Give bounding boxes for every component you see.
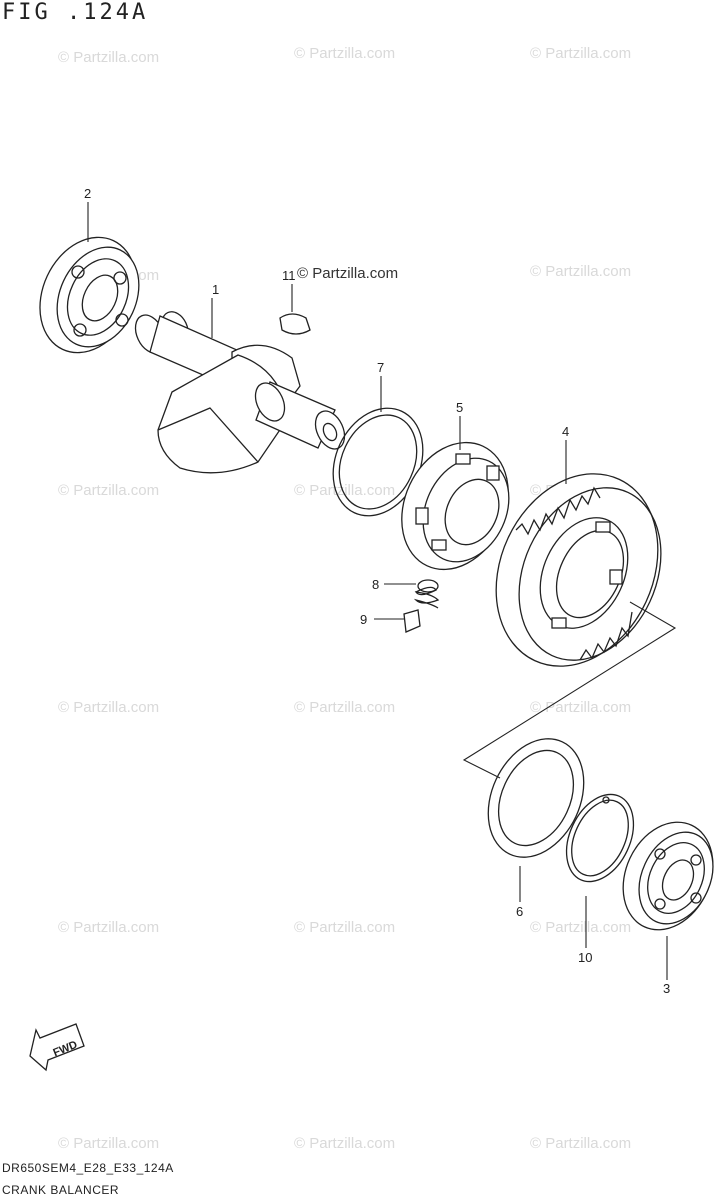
watermark: © Partzilla.com (58, 49, 159, 66)
watermark: © Partzilla.com (530, 263, 631, 280)
callout-7[interactable]: 7 (377, 360, 384, 375)
watermark: © Partzilla.com (530, 1135, 631, 1152)
figure-name: CRANK BALANCER (2, 1183, 120, 1197)
leader-lines (87, 202, 668, 980)
watermark: © Partzilla.com (294, 919, 395, 936)
part-10-circlip[interactable] (553, 784, 646, 893)
callout-5[interactable]: 5 (456, 400, 463, 415)
watermark: © Partzilla.com (58, 919, 159, 936)
part-5-hub[interactable] (382, 425, 528, 587)
part-4-gear[interactable] (466, 447, 688, 692)
callout-10[interactable]: 10 (578, 950, 592, 965)
part-6-washer[interactable] (470, 723, 602, 873)
watermark: © Partzilla.com (58, 482, 159, 499)
assembly-bracket-line (462, 601, 677, 779)
figure-title: FIG .124A (2, 0, 149, 25)
watermark: © Partzilla.com (294, 699, 395, 716)
part-11-key[interactable] (279, 313, 311, 335)
callout-3[interactable]: 3 (663, 981, 670, 996)
figure-code: DR650SEM4_E28_E33_124A (2, 1161, 174, 1175)
callout-1[interactable]: 1 (212, 282, 219, 297)
watermark-grid: © Partzilla.com © Partzilla.com © Partzi… (58, 45, 631, 1152)
callout-9[interactable]: 9 (360, 612, 367, 627)
part-3-bearing[interactable] (606, 807, 724, 944)
callout-11[interactable]: 11 (282, 268, 296, 283)
watermark: © Partzilla.com (58, 1135, 159, 1152)
callout-labels: 1 2 3 4 5 6 7 8 9 10 11 (84, 186, 670, 996)
callout-6[interactable]: 6 (516, 904, 523, 919)
part-2-bearing[interactable] (22, 222, 155, 369)
watermark: © Partzilla.com (58, 699, 159, 716)
part-9-pin[interactable] (403, 609, 421, 633)
forward-direction-arrow: FWD (29, 1023, 85, 1072)
watermark-main: © Partzilla.com (297, 265, 398, 282)
callout-4[interactable]: 4 (562, 424, 569, 439)
part-1-balancer-shaft[interactable] (130, 308, 350, 474)
watermark: © Partzilla.com (294, 1135, 395, 1152)
part-8-spring[interactable] (413, 579, 440, 609)
watermark: © Partzilla.com (294, 482, 395, 499)
watermark: © Partzilla.com (530, 45, 631, 62)
watermark: © Partzilla.com (530, 919, 631, 936)
watermark: © Partzilla.com (294, 45, 395, 62)
callout-2[interactable]: 2 (84, 186, 91, 201)
callout-8[interactable]: 8 (372, 577, 379, 592)
watermark: © Partzilla.com (530, 699, 631, 716)
